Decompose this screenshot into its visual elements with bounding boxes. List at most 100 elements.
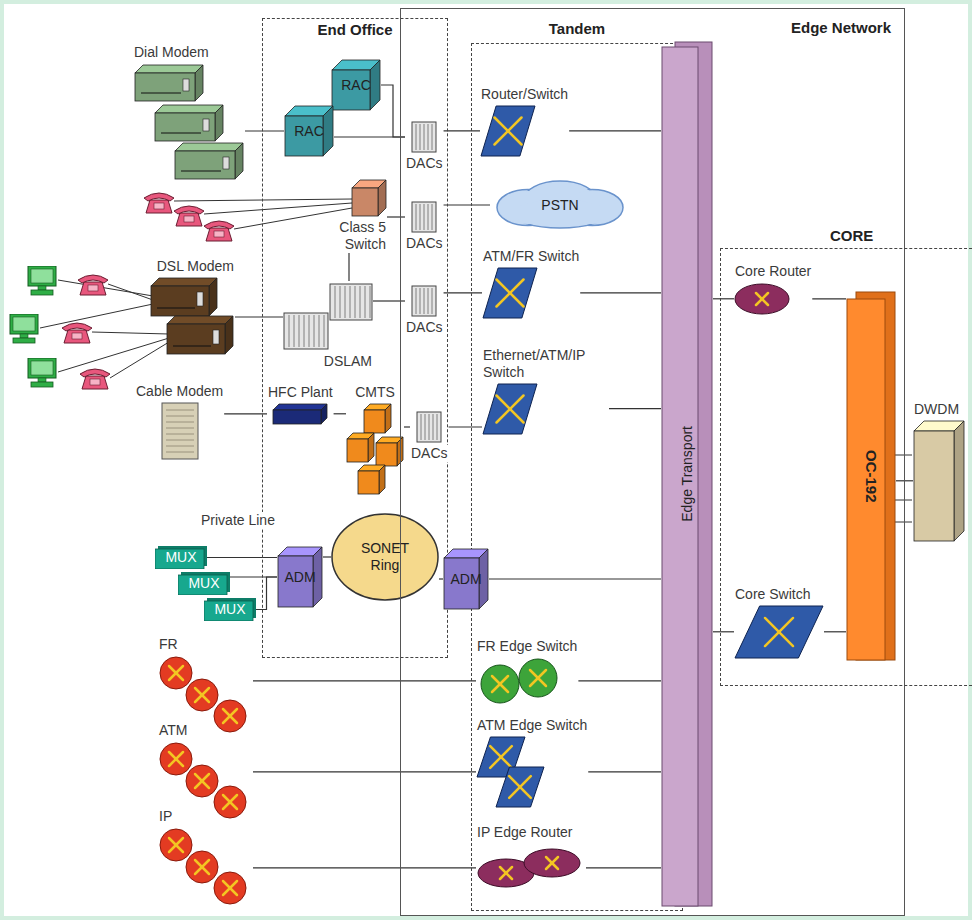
dacs-icon xyxy=(411,285,437,317)
hfc-node: HFC Plant xyxy=(267,384,334,427)
node-label: IP xyxy=(158,808,173,825)
adm-icon xyxy=(444,549,488,609)
icon-part xyxy=(299,315,300,347)
icon-part xyxy=(169,838,183,852)
dslam-node: DSLAM xyxy=(283,281,373,370)
icon-part xyxy=(195,688,209,702)
icon-part xyxy=(500,867,512,879)
wire xyxy=(40,304,153,328)
connector xyxy=(224,413,267,414)
routers3-icon xyxy=(160,657,246,732)
ring-icon xyxy=(332,514,438,600)
icon-part xyxy=(432,124,433,150)
icon-part xyxy=(420,288,421,314)
icon-part xyxy=(314,315,315,347)
connector xyxy=(387,216,405,217)
icon-part xyxy=(223,795,237,809)
connector xyxy=(245,130,284,131)
phone-icon xyxy=(144,193,174,213)
icon-part xyxy=(321,404,327,424)
icon-part xyxy=(166,427,194,428)
pc-icon xyxy=(28,266,56,295)
switch-icon xyxy=(735,606,823,658)
class5-icon xyxy=(352,180,386,216)
node-label: HFC Plant xyxy=(267,384,334,401)
icon-part xyxy=(420,204,421,230)
connector xyxy=(439,578,443,579)
icon-part xyxy=(166,451,194,452)
icon-part xyxy=(432,288,433,314)
icon-part xyxy=(225,316,233,354)
icon-part xyxy=(223,881,237,895)
icon-part xyxy=(166,433,194,434)
icon-part xyxy=(428,124,429,150)
icon-part xyxy=(195,688,209,702)
icon-part xyxy=(481,106,535,156)
oc-icon xyxy=(847,292,895,660)
class5-node: Class 5 Switch xyxy=(325,177,387,253)
icon-part xyxy=(417,412,441,442)
node-label: ADM xyxy=(284,569,315,586)
icon-part xyxy=(235,143,243,179)
routers3-node: IP xyxy=(158,808,253,909)
wire xyxy=(895,522,912,523)
connector xyxy=(323,556,331,557)
icon-part xyxy=(155,105,223,113)
switch-icon xyxy=(483,268,537,318)
wire xyxy=(92,332,169,334)
icon-part xyxy=(186,851,218,883)
atmedge-icon xyxy=(477,737,544,807)
icon-part xyxy=(416,124,417,150)
phone-icon xyxy=(80,369,110,389)
icon-part xyxy=(285,116,323,156)
mux-icon xyxy=(204,598,256,621)
node-label: CORE xyxy=(829,227,874,245)
icon-part xyxy=(204,601,253,621)
icon-part xyxy=(416,288,417,314)
icon-part xyxy=(173,345,211,346)
modem3-icon xyxy=(133,63,245,181)
connector xyxy=(588,771,661,772)
routers3-icon xyxy=(160,829,246,904)
ipedge-node: IP Edge Router xyxy=(476,824,586,895)
node-label: ATM/FR Switch xyxy=(482,248,580,265)
icon-part xyxy=(546,857,558,869)
dacs-node: DACs xyxy=(410,409,449,462)
icon-part xyxy=(167,324,225,354)
connector xyxy=(449,426,482,427)
icon-part xyxy=(186,679,218,711)
icon-part xyxy=(490,746,512,768)
node-label: DACs xyxy=(405,235,444,252)
modem3-node: Dial Modem xyxy=(133,44,245,183)
icon-part xyxy=(223,881,237,895)
icon-part xyxy=(495,117,522,144)
icon-part xyxy=(223,157,229,169)
icon-part xyxy=(483,268,537,318)
dsl2-node: DSL Modem xyxy=(150,258,235,357)
icon-part xyxy=(273,404,327,410)
node-label: Router/Switch xyxy=(480,86,569,103)
connector xyxy=(824,631,846,632)
connector xyxy=(253,867,476,868)
icon-part xyxy=(203,119,209,131)
node-label: Edge Transport xyxy=(679,426,696,522)
icon-part xyxy=(847,299,885,660)
connector xyxy=(609,408,661,409)
icon-part xyxy=(332,514,438,600)
switch-icon xyxy=(481,106,535,156)
modem3-icon xyxy=(135,65,243,179)
icon-part xyxy=(178,575,227,595)
node-label: CMTS xyxy=(354,384,396,401)
dacs-icon xyxy=(416,411,442,443)
connector xyxy=(348,253,349,281)
icon-part xyxy=(155,549,204,569)
connector xyxy=(578,680,661,681)
icon-part xyxy=(420,124,421,150)
node-label: OC-192 xyxy=(862,450,880,503)
dacs-icon xyxy=(412,202,436,232)
cloud-icon xyxy=(497,181,623,228)
node-label: ATM xyxy=(158,722,189,739)
node-label: Class 5 Switch xyxy=(325,219,387,253)
icon-part xyxy=(160,743,192,775)
